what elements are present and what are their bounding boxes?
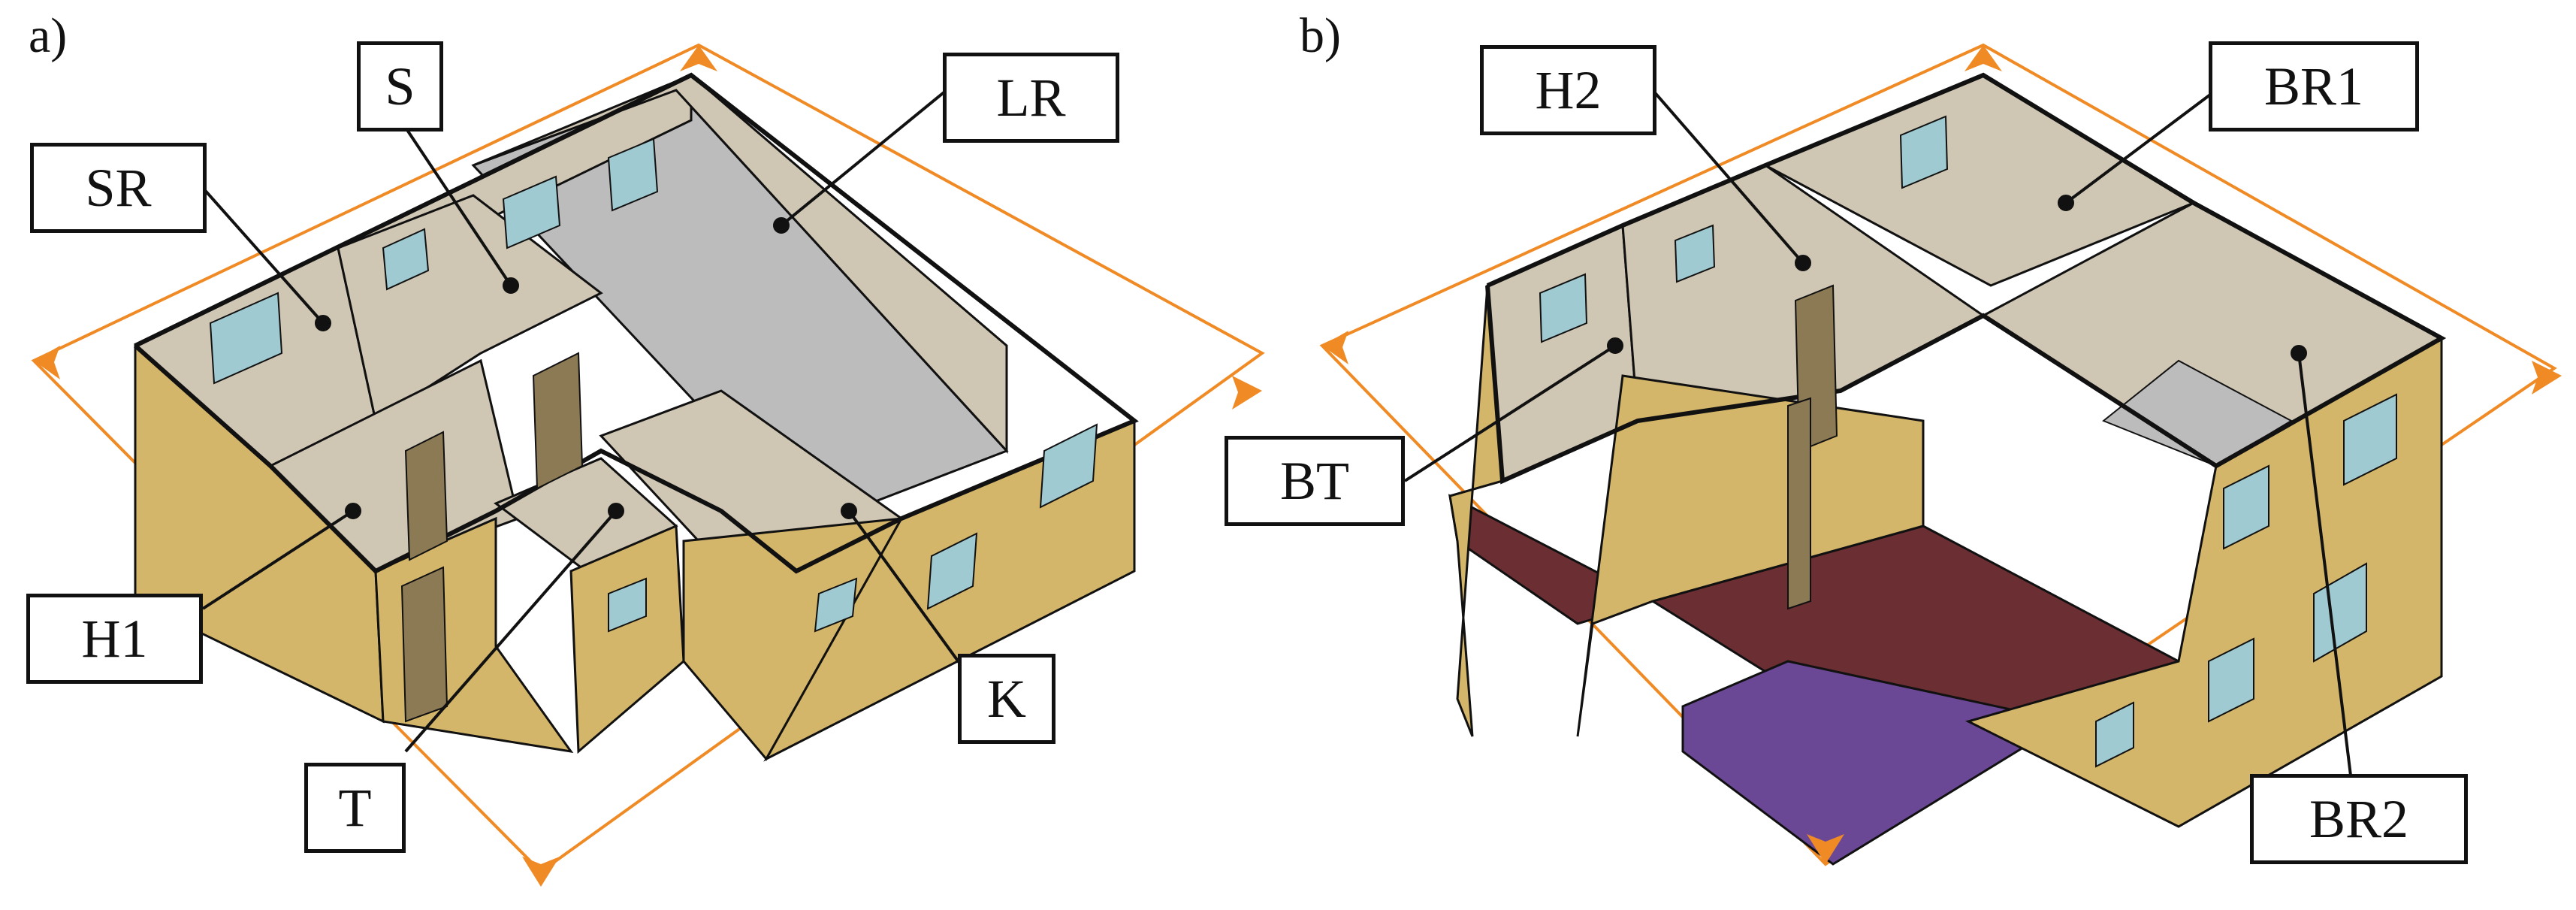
panel-b-drawing [1319, 43, 2562, 866]
leader-lines-b [1403, 89, 2353, 782]
anchor-icon [1322, 331, 1348, 364]
leader-dot [503, 277, 519, 294]
window-icon [608, 577, 647, 633]
anchor-icon [1964, 45, 2002, 71]
roof-slab-purple [1681, 660, 2069, 866]
window-icon [502, 175, 561, 249]
anchor-icon [34, 346, 60, 379]
leader-dot [608, 503, 624, 519]
window-icon [814, 577, 858, 633]
wall-top-outline-b [1485, 72, 2447, 485]
window-icon [2343, 393, 2397, 486]
window-icon [1674, 224, 1716, 283]
window-icon [926, 532, 978, 610]
leader-dot [2058, 195, 2074, 211]
panel-a-drawing [31, 43, 1265, 887]
leader-dot [773, 217, 790, 234]
leader-line [780, 89, 948, 227]
anchor-icon [2532, 361, 2562, 395]
leader-line [2297, 352, 2353, 782]
leader-line [404, 509, 618, 753]
anchor-icon [1232, 376, 1262, 410]
leader-dot [345, 503, 361, 519]
label-h2: H2 [1480, 45, 1656, 135]
label-t: T [304, 763, 406, 853]
window-icon [2208, 637, 2254, 723]
label-sr: SR [30, 143, 207, 233]
leader-dot [1607, 337, 1623, 354]
panel-a-letter: a) [29, 8, 68, 63]
label-s: S [357, 41, 443, 132]
leader-dot [1795, 255, 1811, 271]
leader-line [201, 509, 355, 610]
window-icon [1899, 115, 1949, 189]
anchor-icon [522, 857, 560, 887]
leader-line [2064, 89, 2218, 204]
exterior-wall-front-b [1576, 374, 1925, 737]
leader-line [1403, 344, 1617, 482]
leader-line [201, 186, 325, 325]
label-br1: BR1 [2209, 41, 2419, 132]
label-bt: BT [1225, 436, 1405, 526]
leader-line [389, 104, 512, 287]
anchor-markers-a [34, 45, 1262, 887]
label-k: K [958, 654, 1055, 744]
window-icon [1039, 423, 1098, 509]
door-icon [404, 431, 448, 561]
door-icon [1787, 397, 1811, 610]
label-br2: BR2 [2250, 774, 2468, 864]
window-icon [607, 138, 659, 212]
window-icon [2223, 464, 2269, 550]
anchor-icon [1807, 834, 1844, 864]
leader-lines-a [201, 89, 971, 753]
leader-dot [315, 315, 331, 331]
wall-top-outline-a [134, 72, 1139, 574]
label-lr: LR [943, 53, 1119, 143]
leader-dot [2291, 345, 2307, 361]
anchor-markers-b [1322, 45, 2562, 864]
leader-line [1651, 89, 1804, 265]
door-icon [532, 352, 584, 490]
window-icon [2095, 701, 2134, 768]
label-h1: H1 [26, 594, 203, 684]
window-icon [1539, 273, 1588, 343]
leader-dot [841, 503, 857, 519]
interior-room-lr [473, 74, 1008, 454]
leader-line [847, 509, 971, 678]
anchor-icon [680, 45, 717, 71]
panel-b-letter: b) [1300, 8, 1341, 63]
window-icon [382, 228, 430, 291]
window-icon [209, 292, 283, 385]
door-icon [400, 566, 448, 723]
